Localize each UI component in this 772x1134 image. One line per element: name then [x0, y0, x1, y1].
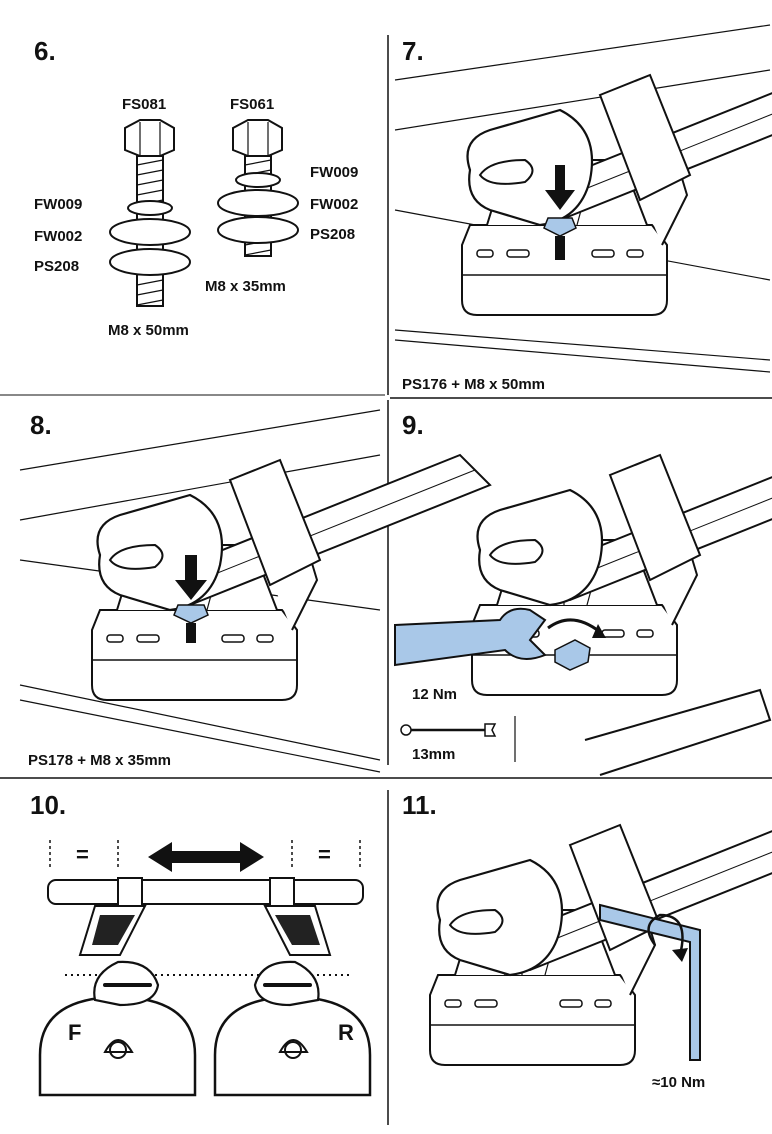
rotate-arrow-icon	[647, 913, 684, 956]
double-arrow-icon	[148, 842, 264, 872]
washer-icon	[109, 218, 191, 246]
rotate-arrow-icon	[547, 618, 601, 634]
bolt-icon	[543, 217, 577, 237]
step-number-7: 7.	[402, 36, 424, 66]
washer-label-ps208-right: PS208	[310, 226, 356, 243]
washer-icon	[235, 172, 281, 188]
step-number-8: 8.	[30, 410, 52, 440]
step-number-9: 9.	[402, 410, 424, 440]
washer-label-fw009-left: FW009	[34, 196, 83, 213]
bolt-code-fs061: FS061	[230, 96, 275, 113]
step-7-caption: PS176 + M8 x 50mm	[402, 376, 546, 393]
step-6-bolts	[109, 119, 299, 307]
bolt-code-fs081: FS081	[122, 96, 167, 113]
foot-label-rear: R	[338, 1020, 354, 1045]
foot-profile-rear	[213, 996, 372, 1097]
foot-profile-front	[38, 996, 197, 1097]
step-7-illustration	[394, 24, 772, 373]
washer-icon	[217, 189, 299, 217]
washer-label-ps208-left: PS208	[34, 258, 80, 275]
arrow-down-icon	[175, 555, 207, 600]
washer-icon	[127, 200, 173, 216]
foot-label-front: F	[68, 1020, 82, 1045]
step-11-torque: ≈10 Nm	[652, 1074, 706, 1091]
bolt-size-m8x35: M8 x 35mm	[205, 278, 286, 295]
step-number-6: 6.	[34, 36, 56, 66]
bolt-icon	[554, 639, 591, 671]
step-number-10: 10.	[30, 790, 67, 820]
step-10-illustration	[38, 840, 372, 1097]
washer-icon	[217, 216, 299, 244]
step-number-11: 11.	[402, 790, 437, 820]
step-8-caption: PS178 + M8 x 35mm	[28, 752, 172, 769]
step-9-torque: 12 Nm	[412, 686, 458, 703]
washer-icon	[109, 248, 191, 276]
bolt-icon	[173, 604, 209, 624]
hex-key-icon	[599, 903, 701, 1061]
wrench-icon	[394, 607, 547, 667]
washer-label-fw009-right: FW009	[310, 164, 359, 181]
step-11-illustration	[429, 688, 772, 1066]
washer-label-fw002-left: FW002	[34, 228, 83, 245]
step-9-illustration	[394, 448, 772, 762]
equal-mark-left: =	[76, 842, 89, 867]
arrow-down-icon	[545, 165, 575, 210]
step-9-tool-size: 13mm	[412, 746, 456, 763]
wrench-icon	[400, 723, 497, 737]
equal-mark-right: =	[318, 842, 331, 867]
roof-bar	[47, 879, 364, 905]
bolt-size-m8x50: M8 x 50mm	[108, 322, 189, 339]
step-8-illustration	[19, 409, 492, 773]
washer-label-fw002-right: FW002	[310, 196, 359, 213]
